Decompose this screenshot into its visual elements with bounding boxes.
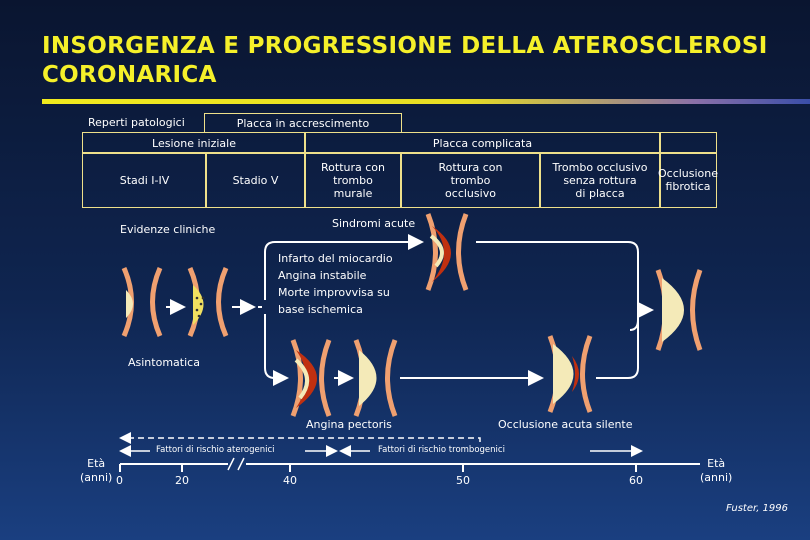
tick-40: 40 (283, 474, 297, 487)
rischio-trombogenici-label: Fattori di rischio trombogenici (378, 445, 505, 455)
eta-text: Età (707, 457, 726, 470)
lower-path (264, 314, 289, 386)
tick-0: 0 (116, 474, 123, 487)
sindromi-acute-label: Sindromi acute (332, 217, 416, 230)
list-item: Morte improvvisa su (278, 286, 390, 299)
cell-line: Rottura con (438, 160, 503, 174)
upper-path (258, 242, 420, 308)
stadi-1-4-cell: Stadi I-IV (82, 152, 207, 208)
anni-text: (anni) (700, 471, 733, 484)
rischio-aterogenici-label: Fattori di rischio aterogenici (156, 445, 275, 455)
cell-line: Trombo occlusivo (552, 160, 648, 174)
upper-return-path (476, 241, 639, 331)
occlusione-silente-label: Occlusione acuta silente (498, 418, 633, 431)
title-underline (42, 99, 810, 104)
cell-line: trombo (333, 173, 373, 187)
cell-line: murale (333, 186, 373, 200)
vessel-silent-occlusion (547, 335, 593, 413)
cell-line: fibrotica (665, 180, 711, 193)
placca-accrescimento-cell: Placca in accrescimento (204, 113, 402, 133)
dashed-risk-line (128, 437, 481, 444)
vessel-stage-2 (187, 266, 229, 338)
tick-50: 50 (456, 474, 470, 487)
list-item: Infarto del miocardio (278, 252, 393, 265)
cell-line: di placca (575, 186, 625, 200)
list-item: Angina instabile (278, 269, 367, 282)
placca-complicata-cell: Placca complicata (304, 132, 661, 154)
sindromi-list: Infarto del miocardio Angina instabile M… (278, 250, 393, 318)
eta-left-label: Età (anni) (80, 457, 112, 485)
vessel-fibrotic-occlusion (655, 269, 703, 351)
asintomatica-label: Asintomatica (128, 356, 200, 369)
eta-text: Età (87, 457, 106, 470)
eta-right-label: Età (anni) (700, 457, 732, 485)
evidenze-cliniche-label: Evidenze cliniche (120, 223, 216, 236)
axis-break (227, 457, 245, 471)
vessel-rupture-occlusive (425, 213, 469, 291)
empty-header-cell (659, 132, 717, 154)
rottura-trombo-murale-cell: Rottura con trombo murale (304, 152, 402, 208)
tick-20: 20 (175, 474, 189, 487)
credit: Fuster, 1996 (726, 503, 788, 514)
rottura-trombo-occlusivo-cell: Rottura con trombo occlusivo (400, 152, 541, 208)
reperti-label: Reperti patologici (88, 116, 185, 129)
stadio-5-cell: Stadio V (205, 152, 306, 208)
lesione-iniziale-cell: Lesione iniziale (82, 132, 306, 154)
cell-line: Rottura con (321, 160, 385, 174)
occlusione-fibrotica-cell: Occlusione fibrotica (657, 152, 719, 208)
anni-text: (anni) (80, 471, 113, 484)
trombo-occlusivo-cell: Trombo occlusivo senza rottura di placca (539, 152, 661, 208)
page-title: INSORGENZA E PROGRESSIONE DELLA ATEROSCL… (42, 32, 782, 90)
cell-line: trombo (450, 173, 491, 187)
list-item: base ischemica (278, 303, 363, 316)
cell-line: Occlusione (657, 167, 719, 180)
angina-pectoris-label: Angina pectoris (306, 418, 392, 431)
vessel-advanced-plaque (353, 339, 398, 417)
title-line-1: INSORGENZA E PROGRESSIONE DELLA ATEROSCL… (42, 33, 768, 59)
cell-line: occlusivo (445, 186, 496, 200)
axis-ticks (119, 464, 637, 472)
lower-return-path (596, 320, 639, 379)
tick-60: 60 (629, 474, 643, 487)
title-line-2: CORONARICA (42, 62, 217, 88)
vessel-stage-1 (121, 266, 163, 338)
cell-line: senza rottura (563, 173, 637, 187)
vessel-rupture-mural (290, 339, 332, 417)
